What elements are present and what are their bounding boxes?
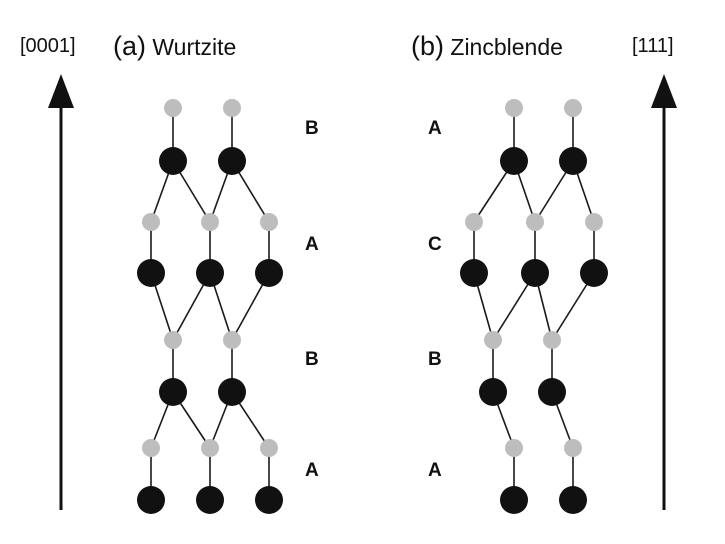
wurtzite-layer-2: A — [305, 234, 319, 255]
wurtzite-layer-1: B — [305, 118, 319, 139]
panel-a-name: Wurtzite — [152, 34, 237, 60]
wurtzite-light-atom — [201, 213, 219, 231]
panel-b-name: Zincblende — [450, 34, 563, 60]
wurtzite-light-atom — [260, 439, 278, 457]
wurtzite-light-atom — [142, 213, 160, 231]
zincblende-light-atom — [526, 213, 544, 231]
panel-b-title: (b) Zincblende — [411, 33, 563, 60]
zincblende-light-atom — [564, 439, 582, 457]
zincblende-light-atom — [505, 99, 523, 117]
wurtzite-light-atom — [223, 331, 241, 349]
wurtzite-dark-atom — [218, 147, 246, 175]
wurtzite-light-atom — [223, 99, 241, 117]
zincblende-light-atom — [585, 213, 603, 231]
zincblende-layer-1: A — [428, 118, 442, 139]
wurtzite-light-atom — [201, 439, 219, 457]
wurtzite-dark-atom — [137, 259, 165, 287]
wurtzite-dark-atom — [196, 259, 224, 287]
panel-a-letter: (a) — [113, 31, 146, 61]
atoms — [137, 99, 608, 514]
left-direction-label: [0001] — [20, 35, 76, 57]
zincblende-dark-atom — [460, 259, 488, 287]
zincblende-layer-3: B — [428, 349, 442, 370]
right-direction-arrow — [651, 74, 677, 510]
wurtzite-dark-atom — [218, 378, 246, 406]
zincblende-dark-atom — [559, 486, 587, 514]
wurtzite-light-atom — [142, 439, 160, 457]
wurtzite-dark-atom — [255, 259, 283, 287]
zincblende-dark-atom — [479, 378, 507, 406]
zincblende-layer-4: A — [428, 460, 442, 481]
wurtzite-light-atom — [260, 213, 278, 231]
zincblende-dark-atom — [521, 259, 549, 287]
zincblende-dark-atom — [500, 147, 528, 175]
wurtzite-dark-atom — [255, 486, 283, 514]
wurtzite-dark-atom — [159, 378, 187, 406]
zincblende-light-atom — [564, 99, 582, 117]
zincblende-dark-atom — [559, 147, 587, 175]
wurtzite-layer-4: A — [305, 460, 319, 481]
zincblende-dark-atom — [580, 259, 608, 287]
zincblende-dark-atom — [500, 486, 528, 514]
panel-b-letter: (b) — [411, 31, 444, 61]
wurtzite-light-atom — [164, 331, 182, 349]
wurtzite-dark-atom — [159, 147, 187, 175]
wurtzite-layer-3: B — [305, 349, 319, 370]
left-direction-arrow — [48, 74, 74, 510]
zincblende-light-atom — [505, 439, 523, 457]
zincblende-light-atom — [543, 331, 561, 349]
right-direction-label: [111] — [632, 35, 674, 57]
wurtzite-dark-atom — [196, 486, 224, 514]
zincblende-light-atom — [484, 331, 502, 349]
zincblende-light-atom — [465, 213, 483, 231]
zincblende-layer-2: C — [428, 234, 442, 255]
zincblende-dark-atom — [538, 378, 566, 406]
wurtzite-light-atom — [164, 99, 182, 117]
panel-a-title: (a) Wurtzite — [113, 33, 236, 60]
wurtzite-dark-atom — [137, 486, 165, 514]
bonds — [150, 108, 595, 500]
